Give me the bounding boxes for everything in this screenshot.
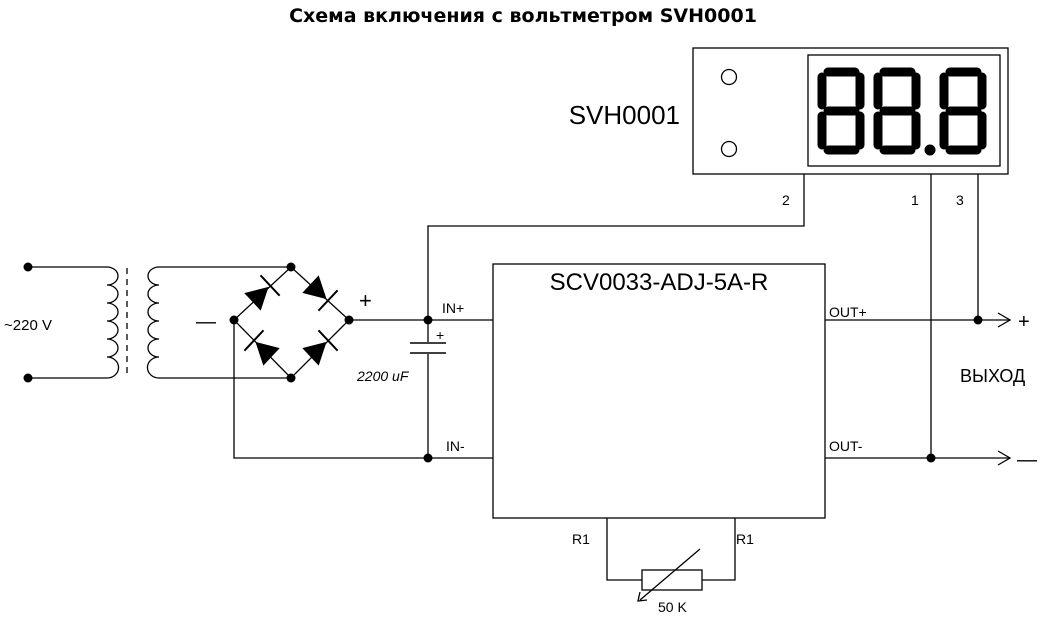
- out-minus-label: OUT-: [829, 438, 863, 454]
- pin-label-3: 3: [956, 192, 964, 208]
- pin-label-1: 1: [911, 192, 919, 208]
- capacitor-value-label: 2200 uF: [356, 368, 410, 384]
- input-voltage-label: ~220 V: [4, 317, 52, 334]
- terminal-dot-icon: [23, 262, 33, 272]
- bridge-plus-label: +: [359, 288, 372, 313]
- r1-left-label: R1: [572, 531, 590, 547]
- pin-label-2: 2: [782, 192, 790, 208]
- capacitor-polarity-label: +: [436, 327, 444, 343]
- out-plus-label: OUT+: [829, 304, 867, 320]
- output-plus-label: +: [1018, 311, 1030, 333]
- transformer-icon: [23, 262, 291, 383]
- mounting-hole-icon: [720, 68, 738, 86]
- in-plus-label: IN+: [442, 300, 464, 316]
- r1-right-label: R1: [736, 531, 754, 547]
- seven-segment-display-icon: [817, 67, 987, 156]
- potentiometer-value-label: 50 K: [658, 599, 687, 615]
- mounting-hole-icon: [720, 140, 738, 158]
- capacitor-icon: [410, 342, 446, 354]
- regulator-name: SCV0033-ADJ-5A-R: [550, 269, 769, 296]
- output-label: ВЫХОД: [960, 366, 1025, 386]
- junction-dots: [423, 315, 983, 463]
- terminal-dot-icon: [23, 373, 33, 383]
- in-minus-label: IN-: [446, 438, 465, 454]
- bridge-minus-label: —: [196, 311, 216, 333]
- voltmeter-module: SVH0001: [569, 47, 1009, 175]
- regulator-module: SCV0033-ADJ-5A-R: [492, 263, 826, 519]
- diagram-title: Схема включения с вольтметром SVH0001: [289, 5, 757, 27]
- output-minus-label: —: [1017, 449, 1037, 471]
- diode-bridge-icon: [229, 262, 354, 383]
- voltmeter-name: SVH0001: [569, 100, 680, 130]
- wires: [233, 174, 1012, 581]
- potentiometer-icon: [637, 548, 703, 602]
